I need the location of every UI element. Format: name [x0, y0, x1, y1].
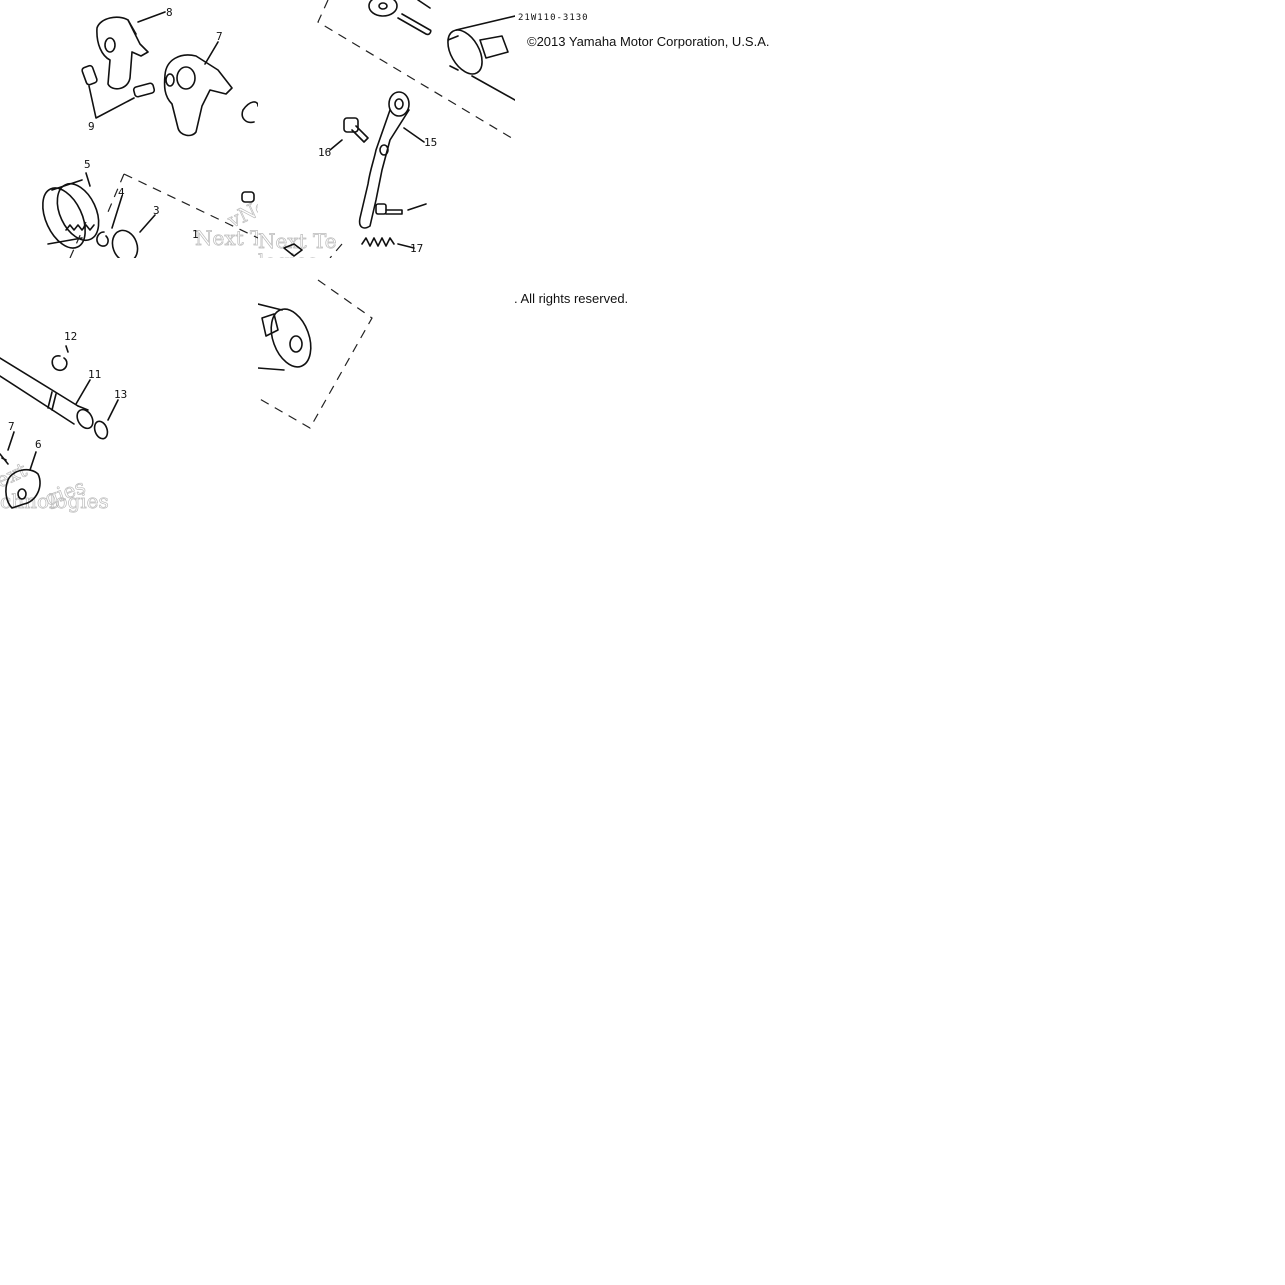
part-code: 21W110-3130 — [518, 13, 589, 23]
plate-6 — [5, 451, 41, 509]
watermark-ext: ext — [0, 458, 30, 493]
circlip-4 — [96, 195, 123, 247]
callout-3: 3 — [153, 204, 160, 217]
watermark-next-tech-2: Next Te — [258, 229, 337, 253]
stopper-lever-14 — [358, 91, 425, 229]
shift-shaft-11 — [0, 357, 94, 430]
shift-drum — [447, 15, 515, 101]
diagram-tile-drum-end — [258, 258, 515, 515]
callout-9: 8 — [166, 6, 173, 19]
bearing-5 — [42, 172, 100, 249]
dashed-segment — [329, 243, 343, 258]
callout-12: 12 — [64, 330, 77, 343]
callout-14: 15 — [424, 136, 437, 149]
dashed-drum-outline — [317, 0, 515, 141]
circlip-12 — [51, 345, 69, 372]
washer-top — [368, 0, 398, 17]
spring-16 — [361, 237, 415, 249]
diagram-tile-shift-shaft: ext chnologies gies — [0, 258, 258, 515]
cut-edge-drum — [241, 101, 258, 124]
callout-13: 13 — [114, 388, 127, 401]
clip-plate — [283, 243, 303, 257]
watermark-logies: logies — [258, 249, 318, 258]
callout-15: 16 — [318, 146, 331, 159]
bolt-small — [241, 191, 255, 203]
callout-7: 7 — [8, 420, 15, 433]
shift-fork-8 — [163, 41, 233, 137]
callout-11: 11 — [88, 368, 101, 381]
diagram-tile-stopper-lever: Next Te logies — [258, 0, 515, 258]
callout-10: 9 — [88, 120, 95, 133]
copyright-notice: ©2013 Yamaha Motor Corporation, U.S.A. — [527, 34, 770, 49]
o-ring-13 — [93, 399, 119, 440]
dashed-drum-end-outline — [258, 279, 373, 429]
stud-7 — [0, 431, 15, 465]
watermark-next-tech: Next Te — [195, 226, 258, 250]
callout-1: 1 — [192, 228, 199, 241]
callout-5: 5 — [84, 158, 91, 171]
callout-8: 7 — [216, 30, 223, 43]
callout-6: 6 — [35, 438, 42, 451]
dowel-pins-10 — [81, 64, 156, 119]
bolt-15 — [329, 117, 369, 151]
rights-notice: . All rights reserved. — [514, 291, 629, 306]
bolt-17 — [375, 203, 427, 215]
washer-3 — [111, 214, 156, 258]
callout-4: 4 — [118, 186, 125, 199]
shift-drum-end — [258, 303, 312, 371]
pins-top — [397, 0, 432, 36]
callout-16: 17 — [410, 242, 423, 255]
shift-fork-9 — [96, 11, 166, 90]
diagram-tile-shift-forks: Next Te vNe — [0, 0, 258, 258]
